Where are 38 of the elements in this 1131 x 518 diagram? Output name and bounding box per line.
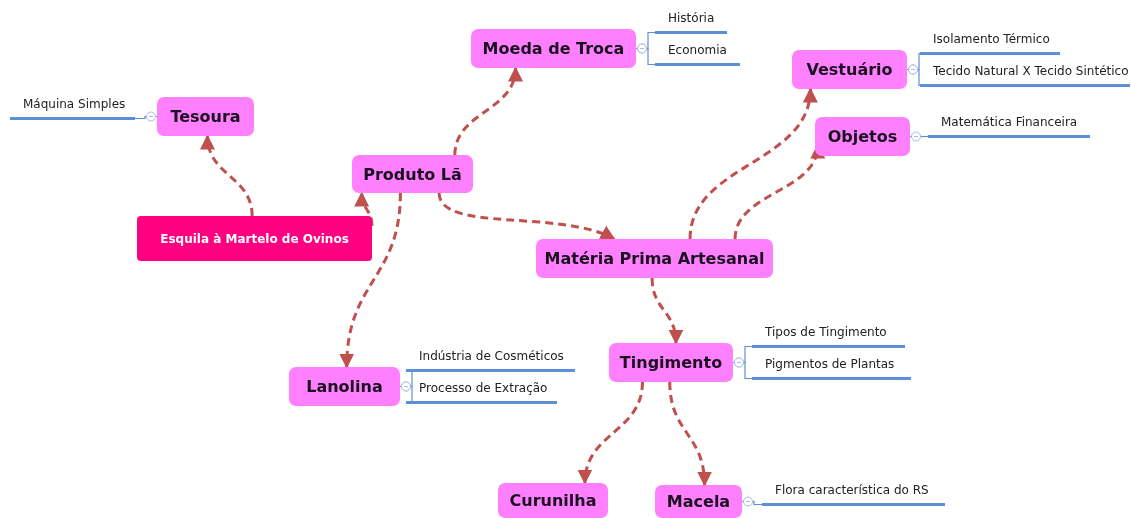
topic-box: Matéria Prima Artesanal [536,239,773,278]
subtopic-label: Tecido Natural X Tecido Sintético [920,64,1130,87]
dashed-arrow [578,381,644,485]
dashed-arrow [453,66,522,156]
dashed-arrow [339,192,402,369]
subtopic-label: Pigmentos de Plantas [752,357,911,380]
connector-line [134,111,158,122]
topic-box: Objetos [815,117,910,156]
connector-line [909,131,929,142]
subtopic-label: Flora característica do RS [762,483,945,506]
dashed-arrow [650,277,683,345]
topic-box: Lanolina [289,367,400,406]
subtopic-label: Isolamento Térmico [920,32,1060,55]
subtopic-label: Tipos de Tingimento [752,325,905,348]
subtopic-label: Máquina Simples [10,97,135,120]
dashed-arrow [668,381,712,487]
connector-line [635,43,656,66]
dashed-arrow [354,191,374,226]
dashed-arrow [201,134,254,217]
topic-box: Moeda de Troca [471,29,636,68]
subtopic-label: Economia [655,43,740,66]
subtopic-label: Matemática Financeira [928,115,1090,138]
connector-line [741,496,763,507]
subtopic-label: Processo de Extração [406,381,557,404]
topic-box: Macela [655,485,742,518]
topic-box: Vestuário [792,50,907,89]
dashed-arrow [437,192,616,241]
subtopic-label: História [655,11,727,34]
connector-line [732,357,753,380]
connector-line [399,381,413,404]
topic-box: Produto Lã [352,155,473,193]
topic-box: Tingimento [609,343,733,382]
central-topic-box: Esquila à Martelo de Ovinos [137,216,372,261]
subtopic-label: Indústria de Cosméticos [406,349,575,372]
topic-box: Tesoura [157,97,254,136]
connector-line [906,64,921,87]
dashed-arrow [688,87,816,240]
topic-box: Curunilha [498,483,608,518]
